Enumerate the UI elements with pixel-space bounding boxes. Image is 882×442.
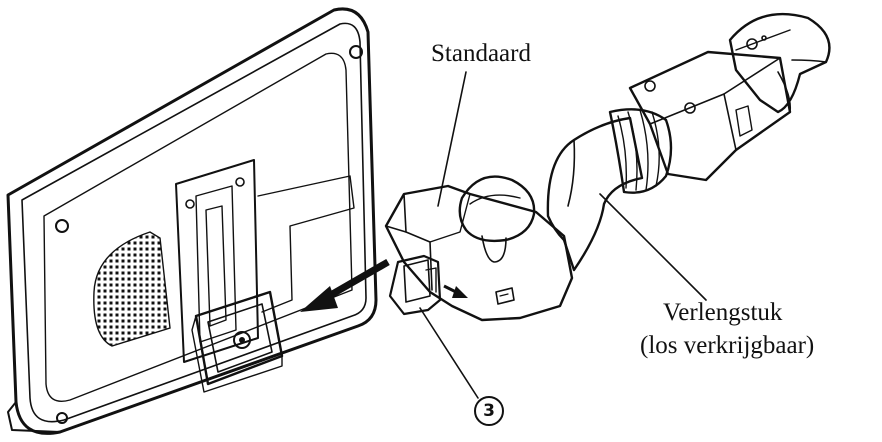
leader-lines — [419, 71, 707, 399]
extension-label: Verlengstuk — [663, 299, 783, 326]
release-lever-icon — [388, 254, 442, 316]
slide-left-arrow-icon — [300, 258, 390, 312]
stand-label: Standaard — [431, 40, 531, 67]
stand-mount-icon — [384, 175, 574, 322]
callout-number-badge: 3 — [474, 396, 504, 426]
extension-arm-icon — [546, 12, 831, 272]
extension-availability-label: (los verkrijgbaar) — [640, 332, 815, 359]
navigation-device-icon — [6, 7, 378, 435]
